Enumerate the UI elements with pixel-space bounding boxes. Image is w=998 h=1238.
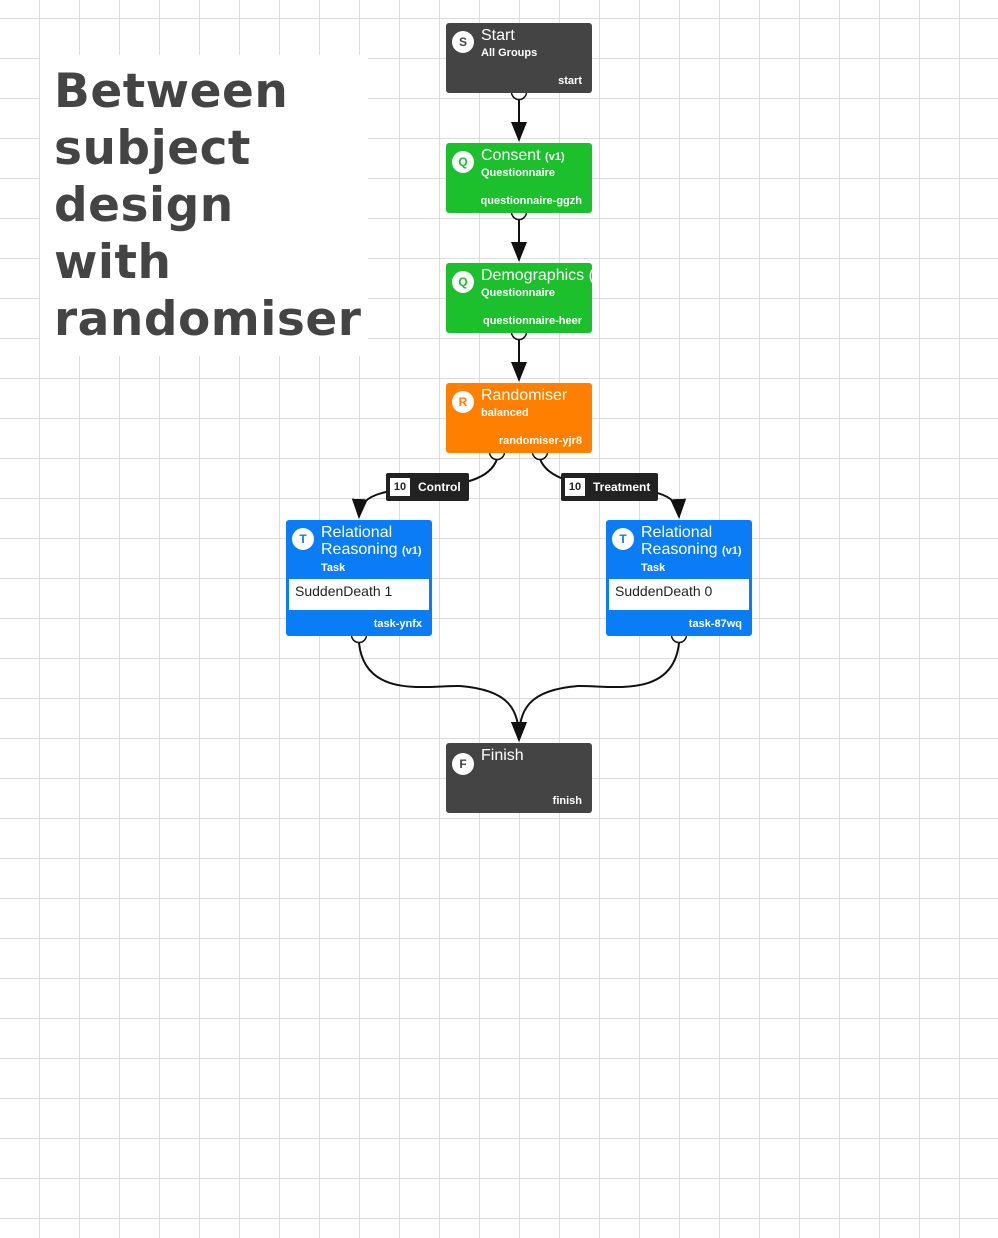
edge-label-control[interactable]: 10 Control [386, 473, 469, 501]
edge-label-text: Treatment [593, 480, 651, 494]
node-subtitle: Task [321, 562, 346, 574]
node-subtitle: Task [641, 562, 666, 574]
node-name: Randomiser [481, 387, 568, 404]
node-parameter: SuddenDeath 1 [289, 579, 429, 610]
node-start[interactable]: S Start All Groups start [446, 23, 592, 93]
node-subtitle: All Groups [481, 47, 538, 59]
node-id: randomiser-yjr8 [498, 435, 582, 447]
randomiser-icon: R [452, 391, 474, 413]
node-name: Consent (v1) [481, 147, 565, 164]
node-name: Finish [481, 747, 524, 764]
node-id: start [558, 75, 582, 87]
node-subtitle: Questionnaire [481, 287, 555, 299]
node-finish[interactable]: F Finish finish [446, 743, 592, 813]
node-parameter: SuddenDeath 0 [609, 579, 749, 610]
questionnaire-icon: Q [452, 151, 474, 173]
edge-label-text: Control [418, 480, 461, 494]
node-name: Start [481, 27, 515, 44]
node-id: questionnaire-heer [482, 315, 582, 327]
diagram-title: Between subject design with randomiser [40, 55, 368, 356]
node-id: task-ynfx [373, 618, 422, 630]
node-id: task-87wq [688, 618, 742, 630]
start-icon: S [452, 31, 474, 53]
finish-icon: F [452, 753, 474, 775]
task-icon: T [292, 528, 314, 550]
edge-label-treatment[interactable]: 10 Treatment [561, 473, 659, 501]
questionnaire-icon: Q [452, 271, 474, 293]
edge-treatment-finish [511, 642, 680, 742]
node-consent[interactable]: Q Consent (v1) Questionnaire questionnai… [446, 143, 592, 213]
node-demographics[interactable]: Q Demographics ( Questionnaire questionn… [446, 263, 594, 333]
task-icon: T [612, 528, 634, 550]
node-name: Demographics ( [481, 267, 594, 284]
edge-control-finish [358, 642, 527, 742]
edge-count: 10 [390, 478, 410, 496]
node-subtitle: Questionnaire [481, 167, 555, 179]
node-id: finish [552, 795, 582, 807]
node-subtitle: balanced [481, 407, 529, 419]
node-id: questionnaire-ggzh [480, 195, 582, 207]
node-randomiser[interactable]: R Randomiser balanced randomiser-yjr8 [446, 383, 592, 453]
edge-count: 10 [565, 478, 585, 496]
